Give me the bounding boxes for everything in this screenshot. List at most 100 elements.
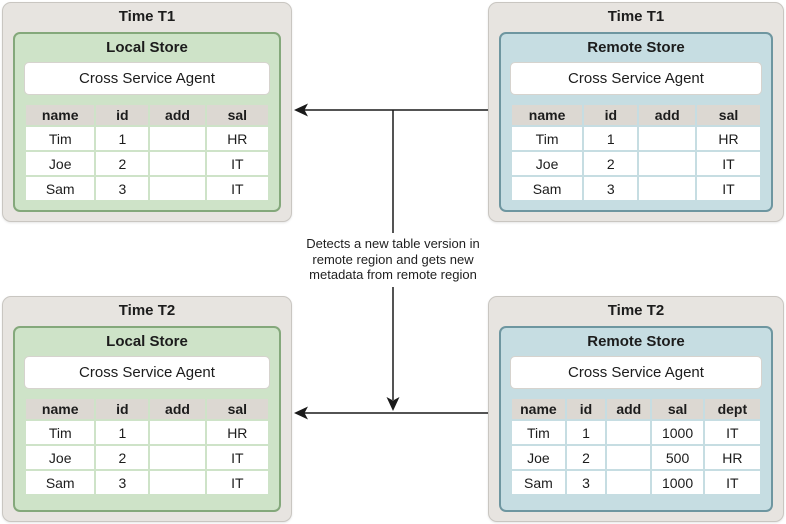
cell: 1 xyxy=(96,421,149,444)
col-header-add: add xyxy=(150,399,205,419)
store-label-t1-local: Local Store xyxy=(106,39,188,56)
cell: 3 xyxy=(566,471,606,494)
cell xyxy=(150,471,205,494)
arrow-remote-to-local-t2-head xyxy=(294,406,308,420)
cell: HR xyxy=(704,446,760,469)
cell: 3 xyxy=(96,177,149,200)
cell: HR xyxy=(697,127,760,150)
col-header-id: id xyxy=(96,105,149,125)
cell xyxy=(639,152,696,175)
cell: Sam xyxy=(512,177,583,200)
cell: Tim xyxy=(512,127,583,150)
col-header-sal: sal xyxy=(697,105,760,125)
cell: IT xyxy=(206,177,268,200)
cell: 2 xyxy=(96,152,149,175)
cell xyxy=(150,421,205,444)
cell: 2 xyxy=(96,446,149,469)
table-row: Tim 1 HR xyxy=(26,127,268,150)
cell: 2 xyxy=(584,152,638,175)
connector-down-arrow-head xyxy=(386,397,400,411)
cell: Joe xyxy=(512,152,583,175)
cross-service-agent-box-t2-remote: Cross Service Agent xyxy=(510,356,762,389)
cell: Tim xyxy=(512,421,565,444)
cell: IT xyxy=(206,471,268,494)
cell: IT xyxy=(697,152,760,175)
table-header-row: name id add sal xyxy=(26,399,268,419)
panel-t2-remote: Time T2 Remote Store Cross Service Agent… xyxy=(488,296,784,522)
col-header-name: name xyxy=(512,105,583,125)
col-header-sal: sal xyxy=(206,399,268,419)
annotation-line-3: metadata from remote region xyxy=(309,267,477,282)
table-row: Joe 2 500 HR xyxy=(512,446,760,469)
cross-service-agent-box-t1-remote: Cross Service Agent xyxy=(510,62,762,95)
cell xyxy=(607,471,651,494)
remote-store-box-t1: Remote Store Cross Service Agent name id… xyxy=(499,32,773,212)
col-header-add: add xyxy=(639,105,696,125)
table-row: Tim 1 1000 IT xyxy=(512,421,760,444)
cell: Sam xyxy=(512,471,565,494)
time-label-t2-remote: Time T2 xyxy=(607,302,665,319)
cell xyxy=(607,421,651,444)
cross-service-agent-box-t1-local: Cross Service Agent xyxy=(24,62,270,95)
panel-t1-local: Time T1 Local Store Cross Service Agent … xyxy=(2,2,292,222)
store-label-t2-local: Local Store xyxy=(106,333,188,350)
cell: 1 xyxy=(96,127,149,150)
cell xyxy=(150,446,205,469)
cell: IT xyxy=(697,177,760,200)
cell: 1 xyxy=(584,127,638,150)
cell: Tim xyxy=(26,421,95,444)
cell: Joe xyxy=(26,152,95,175)
table-row: Tim 1 HR xyxy=(512,127,760,150)
annotation-line-1: Detects a new table version in xyxy=(306,236,480,251)
col-header-name: name xyxy=(26,105,95,125)
cell: Joe xyxy=(26,446,95,469)
cell xyxy=(150,127,205,150)
col-header-sal: sal xyxy=(652,399,703,419)
cross-service-agent-box-t2-local: Cross Service Agent xyxy=(24,356,270,389)
remote-store-box-t2: Remote Store Cross Service Agent name id… xyxy=(499,326,773,512)
annotation-line-2: remote region and gets new xyxy=(312,251,474,267)
table-row: Joe 2 IT xyxy=(26,446,268,469)
time-label-t1-local: Time T1 xyxy=(118,8,176,25)
cell: IT xyxy=(206,446,268,469)
cell: 500 xyxy=(652,446,703,469)
cell: Sam xyxy=(26,177,95,200)
data-table-t2-local: name id add sal Tim 1 HR Joe 2 IT xyxy=(24,397,270,496)
col-header-sal: sal xyxy=(206,105,268,125)
cell: 1 xyxy=(566,421,606,444)
cell: Joe xyxy=(512,446,565,469)
col-header-dept: dept xyxy=(704,399,760,419)
table-row: Sam 3 IT xyxy=(26,471,268,494)
cell xyxy=(607,446,651,469)
store-label-t1-remote: Remote Store xyxy=(587,39,685,56)
cell: Tim xyxy=(26,127,95,150)
panel-t1-remote: Time T1 Remote Store Cross Service Agent… xyxy=(488,2,784,222)
cell: HR xyxy=(206,127,268,150)
cell: 1000 xyxy=(652,421,703,444)
cell xyxy=(150,152,205,175)
cell: 1000 xyxy=(652,471,703,494)
col-header-add: add xyxy=(150,105,205,125)
col-header-name: name xyxy=(26,399,95,419)
cell: 2 xyxy=(566,446,606,469)
cell: IT xyxy=(704,471,760,494)
connector-annotation: Detects a new table version in remote re… xyxy=(273,236,513,283)
store-label-t2-remote: Remote Store xyxy=(587,333,685,350)
panel-t2-local: Time T2 Local Store Cross Service Agent … xyxy=(2,296,292,522)
data-table-t1-remote: name id add sal Tim 1 HR Joe 2 IT xyxy=(510,103,762,202)
col-header-add: add xyxy=(607,399,651,419)
table-row: Sam 3 IT xyxy=(512,177,760,200)
cell: 3 xyxy=(584,177,638,200)
local-store-box-t1: Local Store Cross Service Agent name id … xyxy=(13,32,281,212)
cell: Sam xyxy=(26,471,95,494)
arrow-remote-to-local-t1-head xyxy=(294,103,308,117)
col-header-id: id xyxy=(584,105,638,125)
cell: HR xyxy=(206,421,268,444)
table-row: Sam 3 IT xyxy=(26,177,268,200)
cell: IT xyxy=(704,421,760,444)
data-table-t2-remote: name id add sal dept Tim 1 1000 IT Joe 2 xyxy=(510,397,762,496)
table-row: Tim 1 HR xyxy=(26,421,268,444)
col-header-id: id xyxy=(566,399,606,419)
cell: 3 xyxy=(96,471,149,494)
